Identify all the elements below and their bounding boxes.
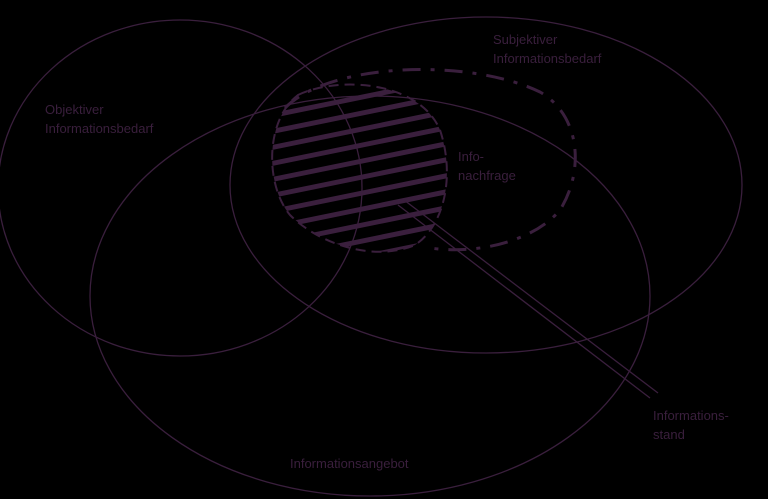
objektiver-label-line1: Objektiver [45,102,104,117]
objektiver-label-line2: Informationsbedarf [45,121,154,136]
nachfrage-label-line1: Info- [458,149,484,164]
informationsangebot-ellipse [89,95,651,497]
stand-label-line1: Informations- [653,408,729,423]
stand-leader-line-a [397,204,651,399]
nachfrage-label-line2: nachfrage [458,168,516,183]
subjektiver-bedarf-ellipse [229,16,743,354]
subjektiver-label-line2: Informationsbedarf [493,51,602,66]
stand-label-line2: stand [653,427,685,442]
informationsstand-hatched-region [272,84,447,252]
objektiver-bedarf-ellipse [0,19,363,357]
subjektiver-label-line1: Subjektiver [493,32,558,47]
stand-leader-line-b [403,199,659,394]
nachfrage-dashed-boundary [283,68,577,252]
angebot-label: Informationsangebot [290,456,409,471]
informationsstand-outline [271,83,448,253]
